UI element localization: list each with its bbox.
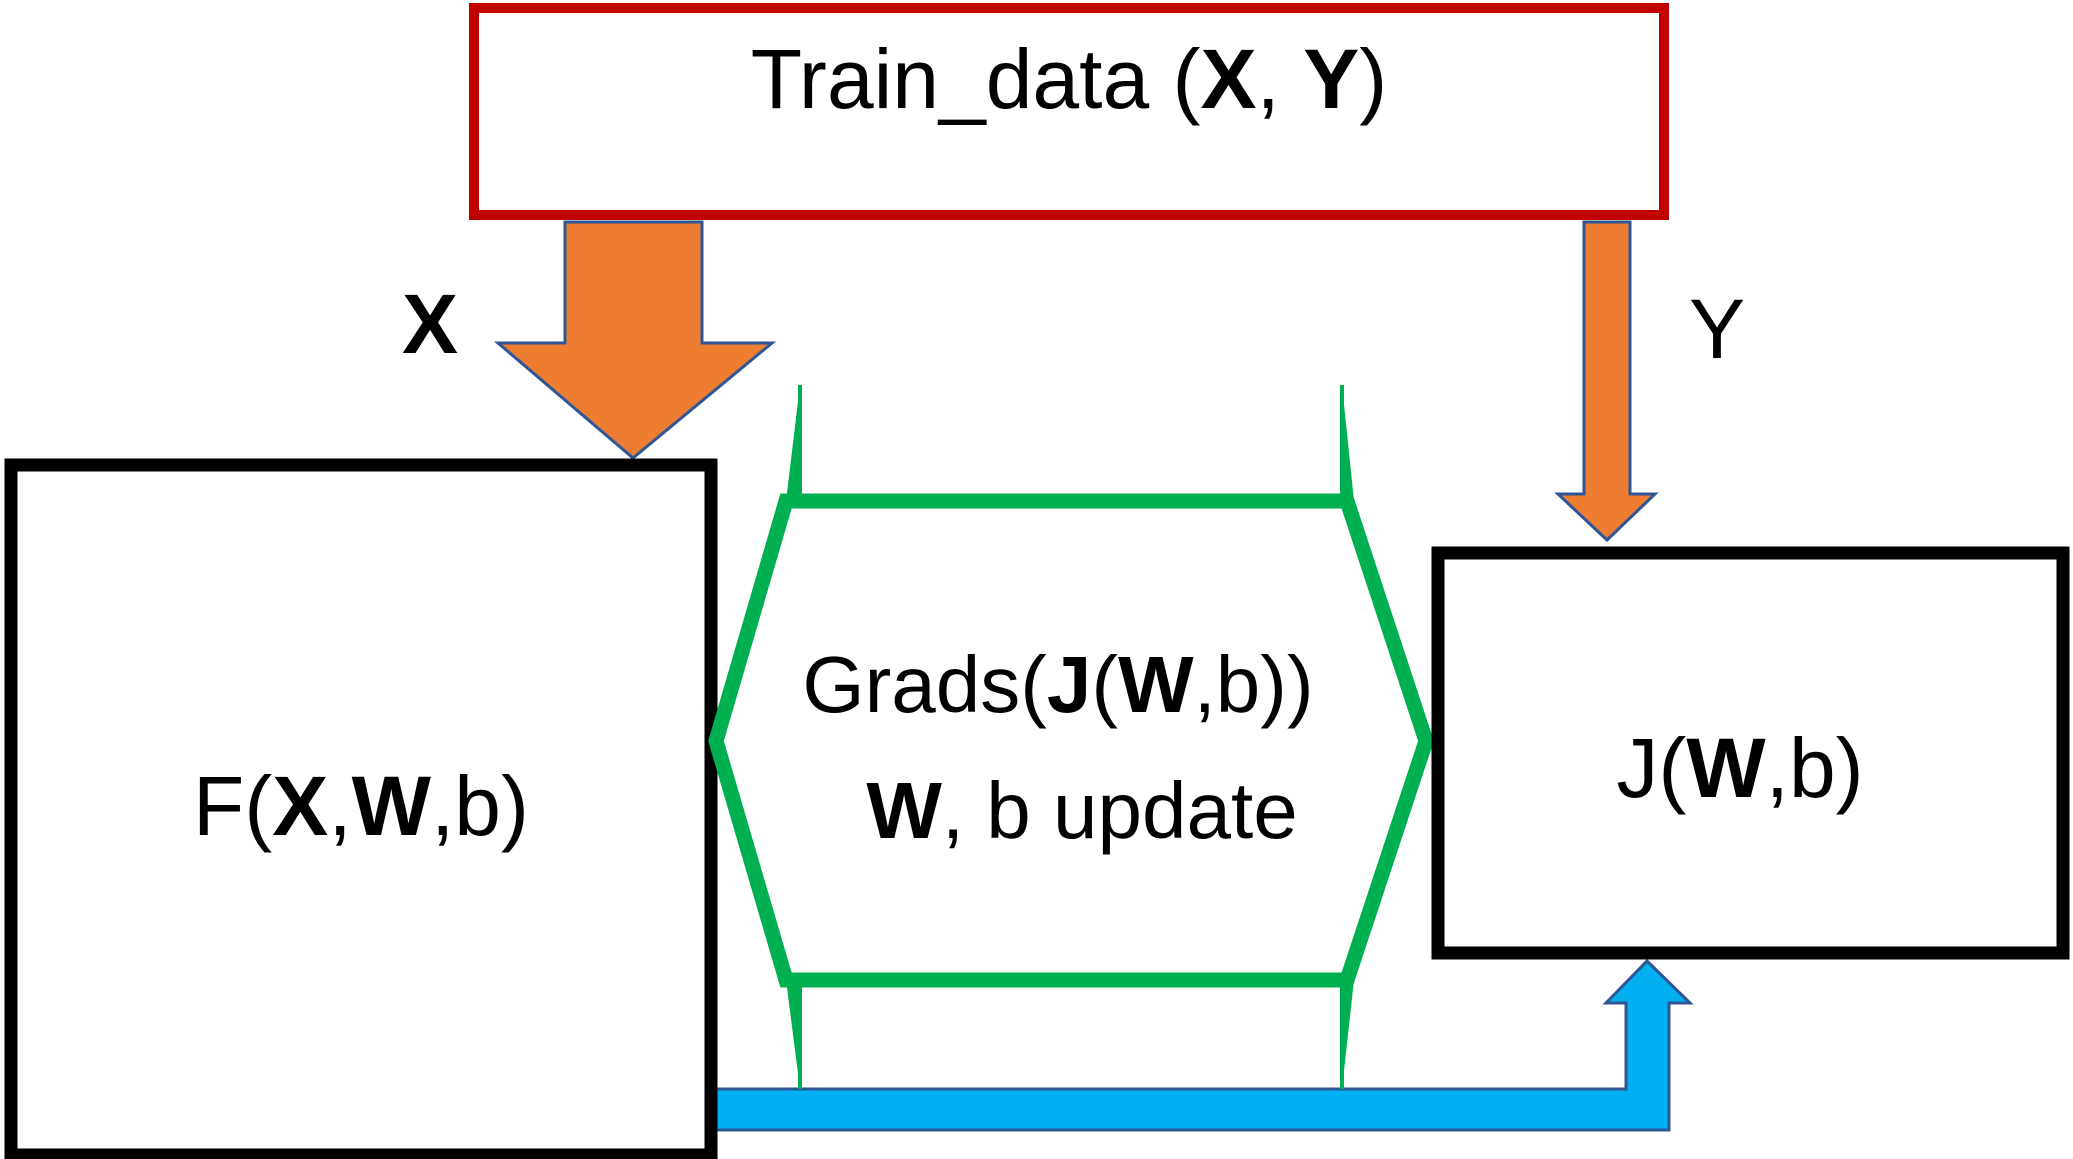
hexagon-right-arrowhead-top: [1342, 385, 1354, 501]
cost-label: J(W,b): [1616, 721, 1863, 815]
train-data-label: Train_data (X, Y): [751, 32, 1388, 126]
y-input-arrow: [1554, 220, 1659, 543]
model-box: [4, 458, 718, 1159]
hexagon-left-arrowhead-bottom: [786, 980, 800, 1089]
hexagon-right-arrowhead-bottom: [1342, 980, 1354, 1089]
train-data-box: [469, 3, 1669, 220]
cost-box: [1431, 546, 2070, 960]
model-label: F(X,W,b): [193, 759, 529, 853]
x-arrow-label: X: [402, 277, 458, 371]
output-feedback-arrow: [694, 958, 1694, 1132]
grads-label: Grads(J(W,b)): [802, 640, 1313, 729]
gradient-update-hexagon: [708, 493, 1434, 988]
update-label: W, b update: [866, 766, 1297, 855]
y-arrow-label: Y: [1689, 282, 1745, 376]
hexagon-left-arrowhead-top: [786, 385, 800, 501]
x-input-arrow: [493, 220, 777, 460]
